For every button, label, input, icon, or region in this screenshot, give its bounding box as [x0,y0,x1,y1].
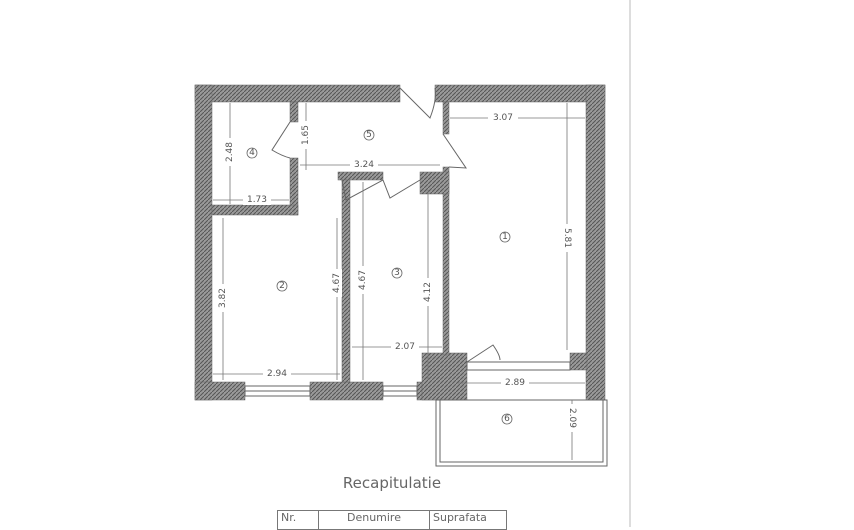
dim-room5-width: 3.24 [354,160,374,170]
dimension-lines [213,103,585,460]
summary-table: Nr. Denumire Suprafata [277,510,507,530]
dim-room4-height: 2.48 [225,142,235,162]
room-number-4: 4 [249,148,255,158]
column-header-suprafata: Suprafata [429,510,507,530]
table-header-row: Nr. Denumire Suprafata [277,510,507,530]
room-number-5: 5 [366,130,372,140]
dim-room5-height: 1.65 [301,125,311,145]
room-number-3: 3 [394,268,400,278]
column-header-denumire: Denumire [318,510,430,530]
walls [194,84,606,401]
dim-room6-width: 2.89 [505,378,525,388]
dim-room4-width: 1.73 [247,195,267,205]
dim-room2-width: 2.94 [267,369,287,379]
dim-room2-right: 4.67 [332,273,342,293]
summary-title: Recapitulatie [342,474,442,492]
room-number-1: 1 [502,232,508,242]
dim-room3-right: 4.12 [423,282,433,302]
dim-room1-width: 3.07 [493,113,513,123]
windows-doors [244,87,608,467]
dim-room3-width: 2.07 [395,342,415,352]
room-number-circles [246,129,513,425]
room-number-6: 6 [504,414,510,424]
dim-room2-height: 3.82 [218,288,228,308]
room-number-2: 2 [279,281,285,291]
dim-room3-left: 4.67 [358,270,368,290]
dim-room1-length: 5.81 [562,228,572,248]
dim-room6-depth: 2.09 [567,408,577,428]
